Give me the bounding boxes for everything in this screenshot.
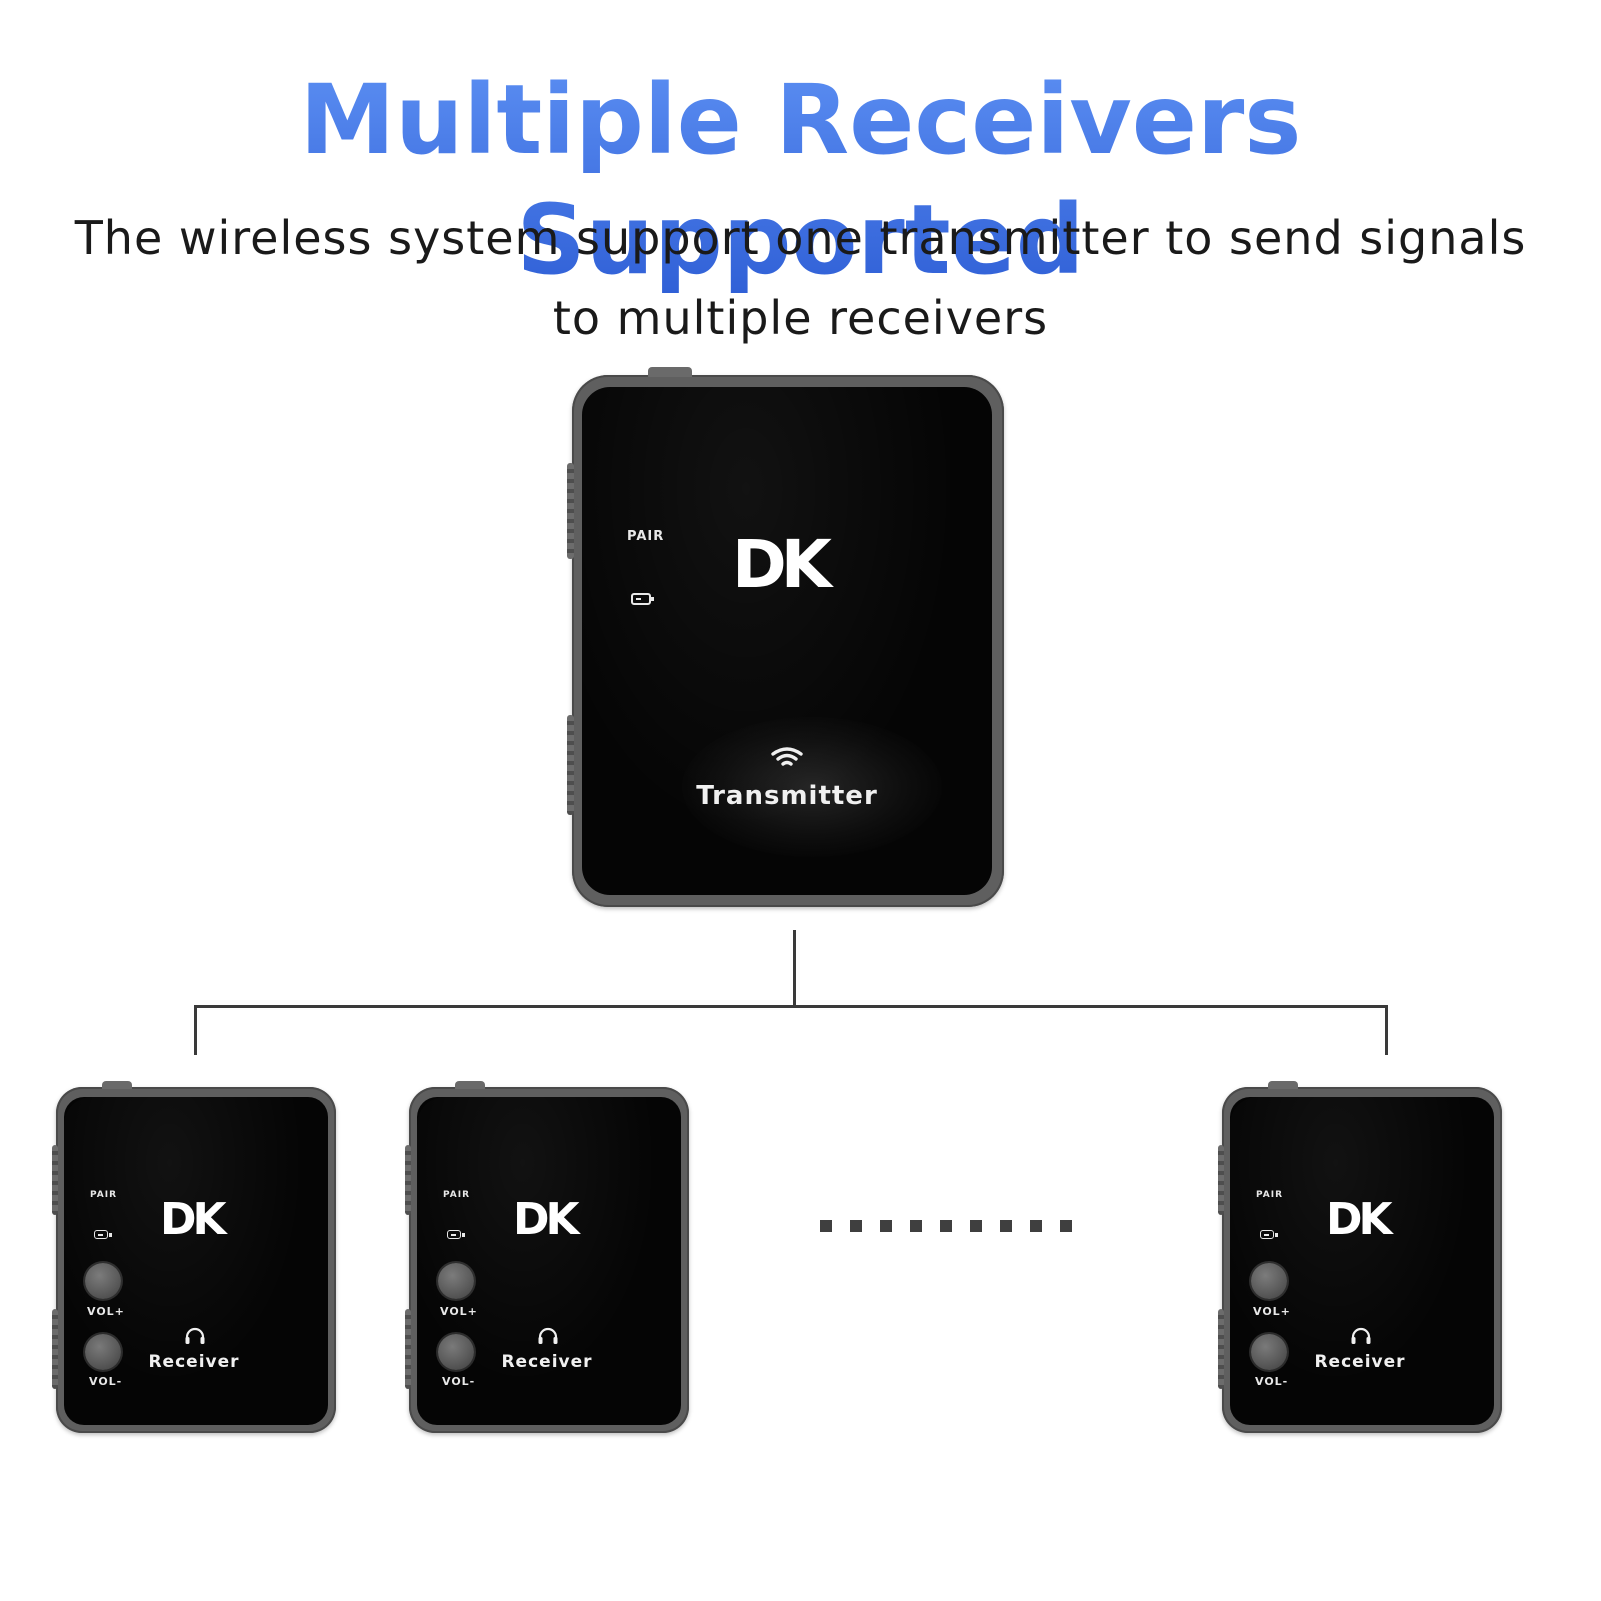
receiver-side-grip-lower — [1218, 1309, 1224, 1389]
vol-down-label: VOL- — [89, 1375, 123, 1388]
more-receivers-ellipsis — [820, 1220, 1090, 1236]
ellipsis-dot — [910, 1220, 922, 1232]
receiver-pair-label: PAIR — [1256, 1190, 1284, 1200]
vol-down-button[interactable] — [438, 1334, 474, 1370]
receiver-name: Receiver — [148, 1352, 240, 1372]
receiver-pair-label: PAIR — [90, 1190, 118, 1200]
connector-right-drop — [1385, 1005, 1388, 1055]
receiver-top-button — [1268, 1081, 1298, 1089]
ellipsis-dot — [1030, 1220, 1042, 1232]
receiver-side-grip-upper — [52, 1145, 58, 1215]
headphones-icon — [185, 1327, 205, 1344]
vol-down-label: VOL- — [442, 1375, 476, 1388]
ellipsis-dot — [970, 1220, 982, 1232]
ellipsis-dot — [820, 1220, 832, 1232]
battery-icon — [94, 1230, 112, 1239]
receiver-device: PAIR DK VOL+ VOL- Receiver — [52, 1081, 336, 1433]
ellipsis-dot — [940, 1220, 952, 1232]
headphones-icon — [1351, 1327, 1371, 1344]
connector-trunk — [793, 930, 796, 1008]
vol-down-button[interactable] — [85, 1334, 121, 1370]
vol-down-button[interactable] — [1251, 1334, 1287, 1370]
receiver-name: Receiver — [501, 1352, 593, 1372]
page-title: Multiple Receivers Supported — [0, 60, 1601, 300]
vol-down-label: VOL- — [1255, 1375, 1289, 1388]
transmitter-device: PAIR DK Transmitter — [567, 367, 1004, 907]
transmitter-name: Transmitter — [696, 781, 878, 811]
connector-left-drop — [194, 1005, 197, 1055]
battery-icon — [631, 593, 654, 605]
vol-up-label: VOL+ — [440, 1305, 478, 1318]
receiver-name: Receiver — [1314, 1352, 1406, 1372]
transmitter-side-grip-lower — [567, 715, 574, 815]
receiver-device: PAIR DK VOL+ VOL- Receiver — [405, 1081, 689, 1433]
receiver-top-button — [102, 1081, 132, 1089]
transmitter-top-button — [648, 367, 692, 377]
vol-up-label: VOL+ — [1253, 1305, 1291, 1318]
receiver-side-grip-upper — [405, 1145, 411, 1215]
receiver-device: PAIR DK VOL+ VOL- Receiver — [1218, 1081, 1502, 1433]
receiver-face: PAIR DK VOL+ VOL- Receiver — [64, 1097, 328, 1425]
page-subtitle: The wireless system support one transmit… — [74, 211, 1527, 345]
receiver-side-grip-lower — [405, 1309, 411, 1389]
ellipsis-dot — [880, 1220, 892, 1232]
vol-up-button[interactable] — [85, 1263, 121, 1299]
vol-up-button[interactable] — [1251, 1263, 1287, 1299]
receiver-face: PAIR DK VOL+ VOL- Receiver — [1230, 1097, 1494, 1425]
receiver-side-grip-lower — [52, 1309, 58, 1389]
ellipsis-dot — [1060, 1220, 1072, 1232]
transmitter-dk-logo: DK — [732, 526, 832, 603]
receiver-pair-label: PAIR — [443, 1190, 471, 1200]
battery-icon — [447, 1230, 465, 1239]
ellipsis-dot — [850, 1220, 862, 1232]
receiver-dk-logo: DK — [513, 1194, 580, 1245]
transmitter-pair-label: PAIR — [627, 529, 665, 544]
ellipsis-dot — [1000, 1220, 1012, 1232]
receiver-face: PAIR DK VOL+ VOL- Receiver — [417, 1097, 681, 1425]
receiver-dk-logo: DK — [1326, 1194, 1393, 1245]
headphones-icon — [538, 1327, 558, 1344]
transmitter-side-grip-upper — [567, 463, 574, 559]
wifi-icon — [771, 747, 803, 766]
receiver-side-grip-upper — [1218, 1145, 1224, 1215]
receiver-top-button — [455, 1081, 485, 1089]
transmitter-face: PAIR DK Transmitter — [582, 387, 992, 895]
battery-icon — [1260, 1230, 1278, 1239]
transmitter-glow — [682, 717, 942, 857]
vol-up-button[interactable] — [438, 1263, 474, 1299]
receiver-dk-logo: DK — [160, 1194, 227, 1245]
connector-horizontal — [194, 1005, 1388, 1008]
vol-up-label: VOL+ — [87, 1305, 125, 1318]
